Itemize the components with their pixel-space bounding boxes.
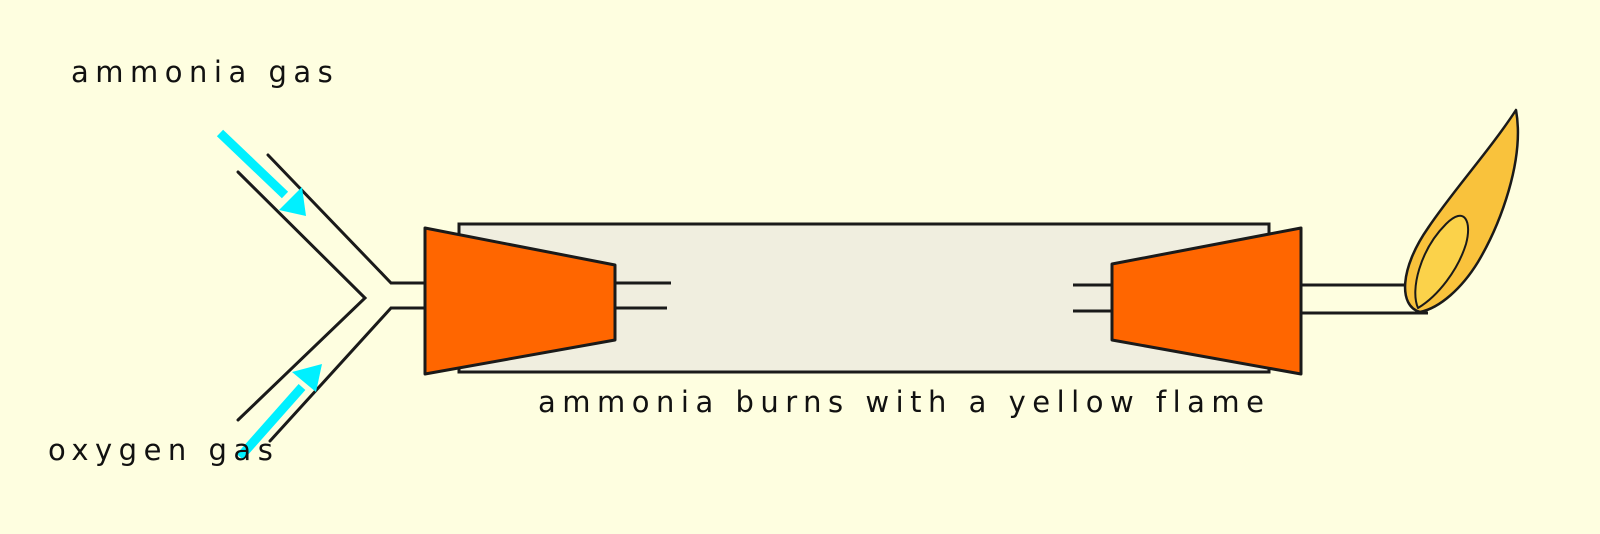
oxygen-inflow-arrow-icon xyxy=(236,364,322,460)
right-stopper xyxy=(1110,226,1303,376)
flame-caption: ammonia burns with a yellow flame xyxy=(538,385,1271,419)
ammonia-inflow-arrow-icon xyxy=(216,129,306,216)
right-stopper-assembly xyxy=(1073,226,1428,376)
flame-inner xyxy=(1414,214,1470,309)
y-inlet-outer-upper-wall xyxy=(266,153,431,285)
y-inlet-outer-lower-wall xyxy=(268,306,431,443)
ammonia-gas-label: ammonia gas xyxy=(71,55,340,89)
y-inlet-inner-upper-wall xyxy=(236,170,368,422)
y-inlet-tubing xyxy=(236,153,431,443)
left-stopper xyxy=(423,226,617,376)
oxygen-gas-label: oxygen gas xyxy=(48,433,280,467)
left-stopper-assembly xyxy=(423,226,671,376)
flame-icon xyxy=(1403,108,1520,314)
